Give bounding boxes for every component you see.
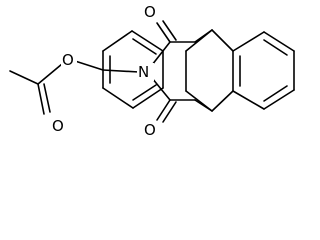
imide-ring xyxy=(151,20,196,123)
nitrogen-label: N xyxy=(138,63,149,81)
oxygen-carbonyl-top-label: O xyxy=(144,3,156,21)
bicyclic-bridge xyxy=(185,29,234,112)
oxygen-carbonyl-acetyl-label: O xyxy=(52,117,64,135)
oxygen-ester-label: O xyxy=(62,51,74,69)
oxygen-carbonyl-bottom-label: O xyxy=(144,121,156,139)
benzo-ring xyxy=(232,31,295,110)
n-phenyl-bond xyxy=(102,69,140,73)
chemical-structure-diagram: O O N O O xyxy=(9,3,295,139)
acetoxy-group xyxy=(9,60,104,115)
phenyl-ring xyxy=(102,30,164,109)
